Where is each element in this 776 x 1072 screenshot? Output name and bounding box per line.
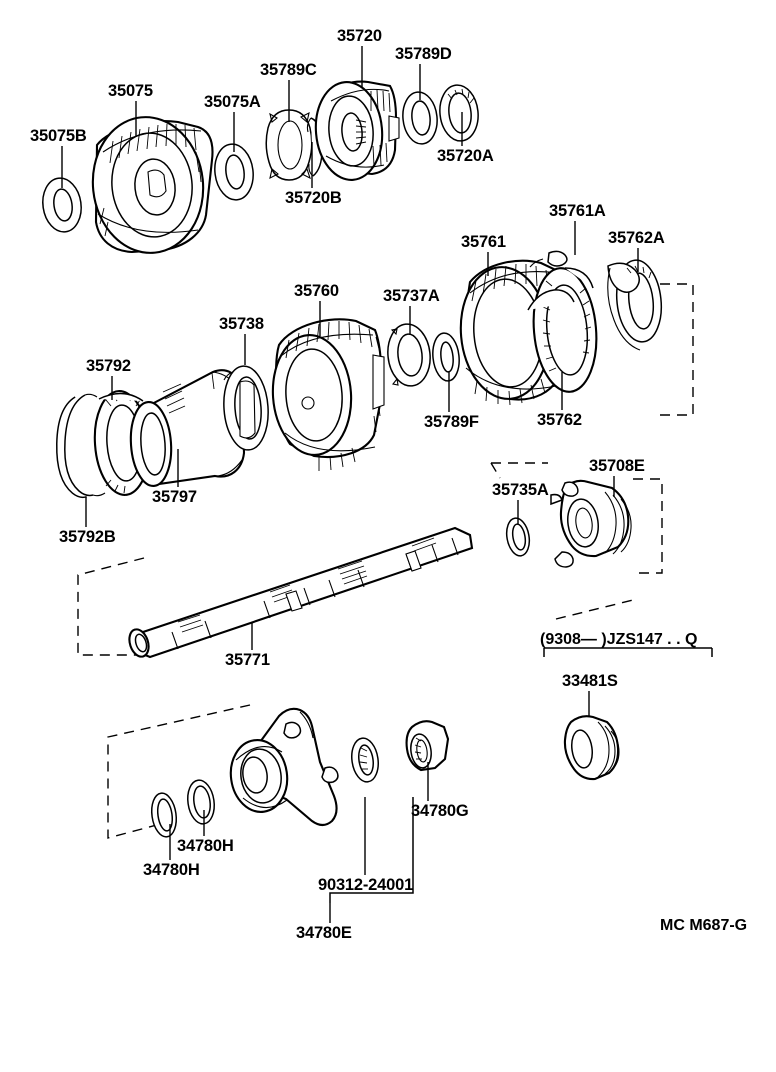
group-bracket-35771 [77, 557, 145, 656]
diagram-code: MC M687-G [660, 917, 748, 934]
part-34780H-washer-1 [150, 792, 178, 838]
part-35792B-snap-ring [56, 393, 106, 499]
part-35760-planetary-gear [271, 318, 385, 471]
part-number-label: 35771 [225, 651, 270, 669]
part-number-label: 34780E [296, 924, 352, 942]
part-35797-sun-gear [129, 369, 246, 487]
part-35789F-washer [432, 332, 460, 382]
part-33481S-speedo-drive-gear [563, 715, 620, 781]
part-35738-thrust-washer [223, 365, 269, 451]
part-35708E-clutch-hub [550, 479, 632, 568]
applicability-ticks [543, 648, 713, 657]
part-number-label: 33481S [562, 672, 618, 690]
part-number-label: 35720A [437, 147, 494, 165]
part-35789C-snap-ring [265, 109, 313, 181]
part-number-label: 90312-24001 [318, 876, 414, 894]
part-34780H-washer-2 [187, 779, 215, 825]
group-bracket-34780E [107, 704, 251, 839]
part-number-label: 34780H [143, 861, 200, 879]
part-number-label: 35760 [294, 282, 339, 300]
part-35075-drum [91, 116, 214, 254]
part-35771-output-shaft [128, 526, 474, 659]
part-35761A-band-strut [529, 250, 568, 268]
part-number-label: 35762A [608, 229, 665, 247]
part-number-label: 35738 [219, 315, 264, 333]
part-number-label: 35797 [152, 488, 197, 506]
part-35762A-band-anchor [607, 259, 663, 351]
part-35720A-thrust-bearing [439, 84, 479, 142]
part-number-label: 35737A [383, 287, 440, 305]
group-bracket-35762 [660, 283, 694, 416]
part-35762-brake-band [527, 267, 598, 393]
part-number-label: 35789C [260, 61, 317, 79]
applicability-note: (9308— )JZS147 . . Q [540, 631, 698, 648]
part-number-label: 35792B [59, 528, 116, 546]
part-35735A-seal-ring [505, 517, 531, 557]
part-90312-24001-oil-seal [351, 737, 379, 783]
part-number-label: 35789D [395, 45, 452, 63]
part-number-label: 35075A [204, 93, 261, 111]
leader-lines [61, 46, 639, 923]
part-number-label: 35792 [86, 357, 131, 375]
part-34780E-companion-flange [229, 707, 339, 827]
part-35720-direct-clutch-drum [314, 80, 400, 181]
part-number-label: 35761 [461, 233, 506, 251]
group-bracket-35708E-corner [490, 462, 501, 479]
part-number-label: 35075B [30, 127, 87, 145]
bracket-34780E-90312 [329, 797, 414, 903]
part-number-label: 35720B [285, 189, 342, 207]
part-number-label: 35761A [549, 202, 606, 220]
part-number-label: 34780H [177, 837, 234, 855]
part-number-label: 35735A [492, 481, 549, 499]
part-35737A-thrust-washer [387, 323, 431, 387]
part-number-label: 34780G [411, 802, 469, 820]
part-35075B-washer [42, 177, 82, 233]
part-number-label: 35762 [537, 411, 582, 429]
part-34780G-nut [405, 720, 450, 772]
part-number-label: 35789F [424, 413, 479, 431]
part-35789D-washer [402, 91, 438, 145]
part-number-label: 35720 [337, 27, 382, 45]
part-number-label: 35075 [108, 82, 153, 100]
part-35075A-washer [214, 143, 254, 201]
group-bracket-35708E [633, 478, 663, 574]
part-number-label: 35708E [589, 457, 645, 475]
group-bracket-35708E-bottom [555, 599, 634, 620]
